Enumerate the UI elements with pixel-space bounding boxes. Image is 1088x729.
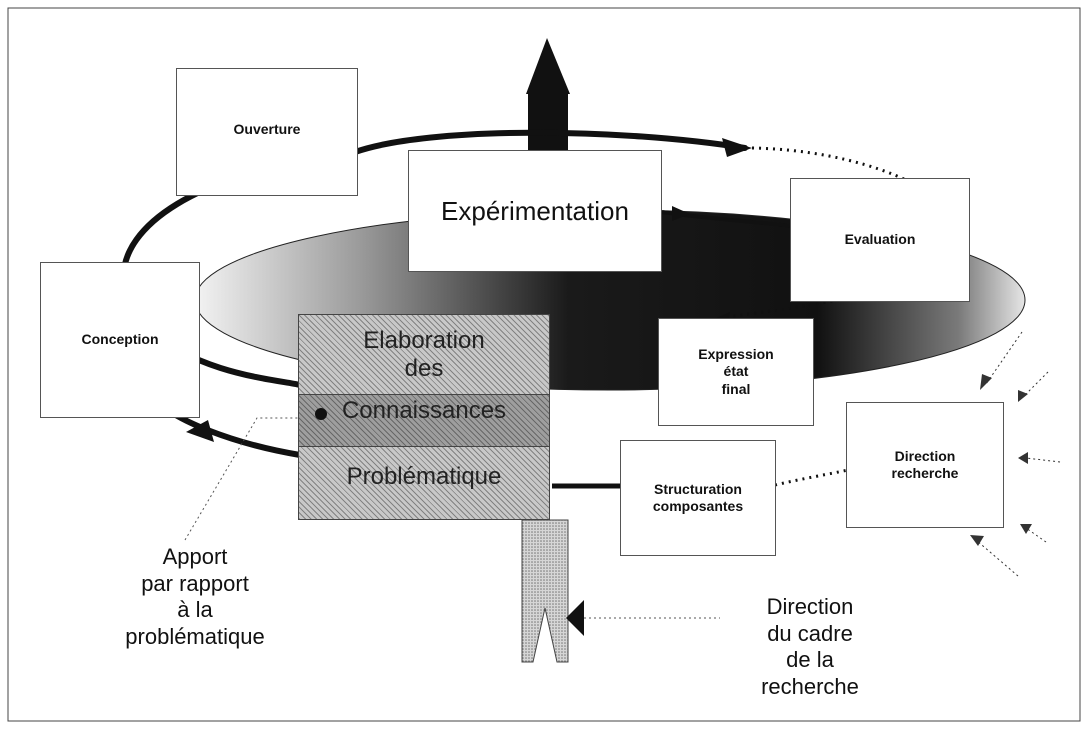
direction-pillar	[521, 519, 569, 663]
conception-box: Conception	[40, 262, 200, 418]
incoming-arrowheads	[970, 374, 1032, 546]
expression-box: Expression état final	[658, 318, 814, 426]
problematique-block: Problématique	[298, 446, 550, 520]
arrow-lower-left	[186, 420, 214, 442]
cadre-pointer	[566, 600, 584, 636]
apport-annotation: Apport par rapport à la problématique	[100, 518, 290, 650]
connaissances-block: Connaissances	[298, 394, 550, 448]
elaboration-block: Elaboration des	[298, 314, 550, 396]
problematique-label: Problématique	[346, 463, 502, 490]
central-arrowhead	[526, 38, 570, 94]
direction-recherche-label: Direction recherche	[891, 447, 959, 482]
incoming-arrows	[975, 331, 1061, 577]
evaluation-label: Evaluation	[844, 231, 916, 248]
direction-recherche-box: Direction recherche	[846, 402, 1004, 528]
spiral-top-arc	[352, 129, 748, 155]
apport-text: Apport par rapport à la problématique	[125, 544, 265, 649]
connaissances-bullet	[315, 408, 327, 420]
conception-label: Conception	[81, 331, 159, 348]
arrowhead-exp-eval	[672, 206, 690, 221]
arrow-to-evaluation	[722, 138, 752, 157]
outer-frame	[7, 7, 1081, 722]
structuration-box: Structuration composantes	[620, 440, 776, 556]
ouverture-label: Ouverture	[233, 121, 301, 137]
structuration-to-direction	[774, 468, 849, 487]
apport-connector	[184, 417, 318, 541]
structuration-label: Structuration composantes	[652, 480, 744, 515]
experimentation-box: Expérimentation	[408, 150, 662, 272]
direction-cadre-text: Direction du cadre de la recherche	[761, 594, 859, 699]
elaboration-label: Elaboration des	[363, 327, 485, 382]
ouverture-box: Ouverture	[176, 68, 358, 196]
expression-label: Expression état final	[698, 345, 774, 397]
direction-cadre-annotation: Direction du cadre de la recherche	[722, 568, 898, 700]
experimentation-label: Expérimentation	[441, 195, 629, 226]
connaissances-label: Connaissances	[341, 397, 507, 424]
evaluation-box: Evaluation	[790, 178, 970, 302]
